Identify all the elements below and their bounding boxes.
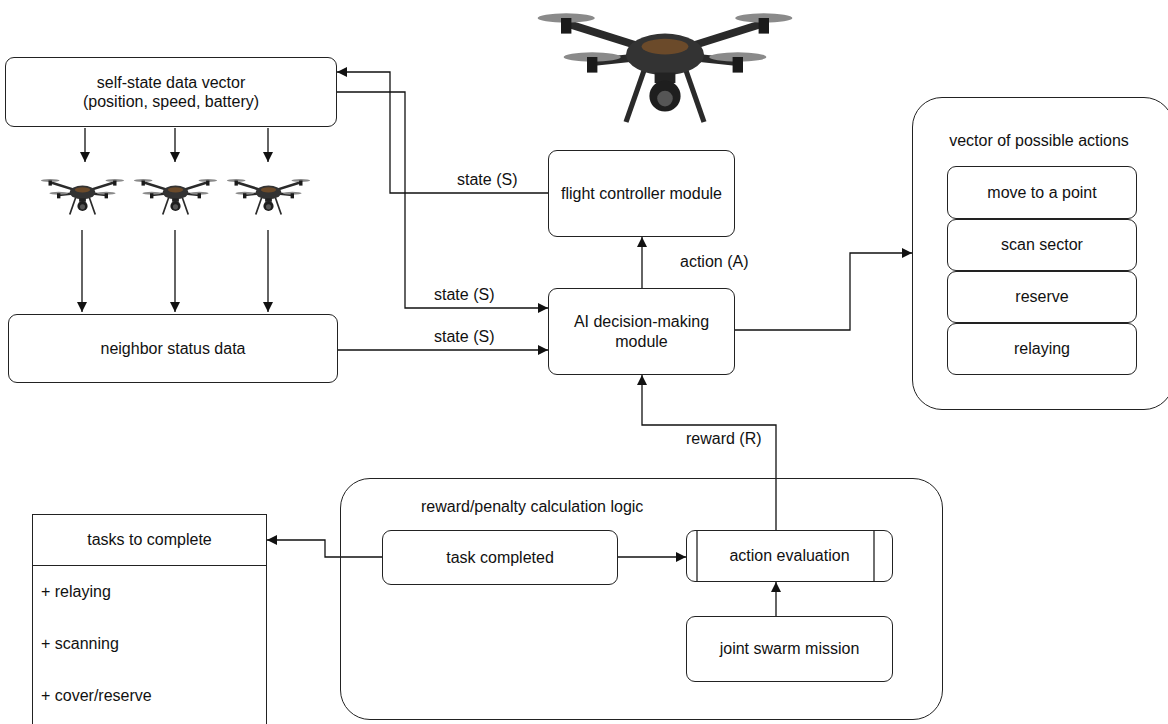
box-label: scan sector [1001,235,1083,254]
list-item: + cover/reserve [33,670,266,722]
process-box: action evaluation [686,530,893,582]
connector [618,556,686,557]
list-item: + scanning [33,618,266,670]
action-group: vector of possible actions move to a poin… [912,97,1168,410]
connector [337,92,548,308]
connector [267,540,382,557]
connector [642,375,776,530]
edge-label: action (A) [678,252,750,271]
box-label: flight controller module [561,184,722,203]
edge-label: state (S) [432,327,496,346]
edge-label: reward (R) [684,429,764,448]
reward-group: reward/penalty calculation logic task com… [340,478,943,720]
label-text: + scanning [41,634,119,653]
action-box: reserve [947,271,1137,323]
action-box: relaying [947,323,1137,375]
edge-label: state (S) [432,285,496,304]
box-label: relaying [1014,339,1070,358]
module-box: AI decision-making module [548,288,735,375]
connector [735,253,912,330]
box-label: task completed [446,548,554,567]
box-label: neighbor status data [101,339,246,358]
action-box: move to a point [947,166,1137,219]
label-text: + cover/reserve [41,686,152,705]
list-item: + relaying [33,566,266,618]
box-label: reserve [1015,287,1068,306]
action-box: scan sector [947,219,1137,271]
box-label: action evaluation [729,546,849,565]
list-heading: tasks to complete [33,515,266,566]
group-heading: reward/penalty calculation logic [341,497,942,516]
box-label: AI decision-making module [562,312,722,350]
box-label: move to a point [987,183,1096,202]
box-label: self-state data vector (position, speed,… [64,73,279,111]
process-box: task completed [382,530,618,585]
edge-label: state (S) [455,170,519,189]
process-box: joint swarm mission [686,616,893,682]
group-heading: vector of possible actions [913,131,1168,150]
label-text: tasks to complete [87,530,212,549]
module-box: flight controller module [548,150,735,237]
connector [641,237,642,288]
state-box: self-state data vector (position, speed,… [5,57,337,127]
connector [337,72,548,193]
connector [338,349,548,350]
connector [775,582,776,616]
box-label: joint swarm mission [720,639,860,658]
task-list: tasks to complete + relaying + scanning + c… [32,514,267,724]
label-text: + relaying [41,582,111,601]
state-box: neighbor status data [8,314,338,383]
